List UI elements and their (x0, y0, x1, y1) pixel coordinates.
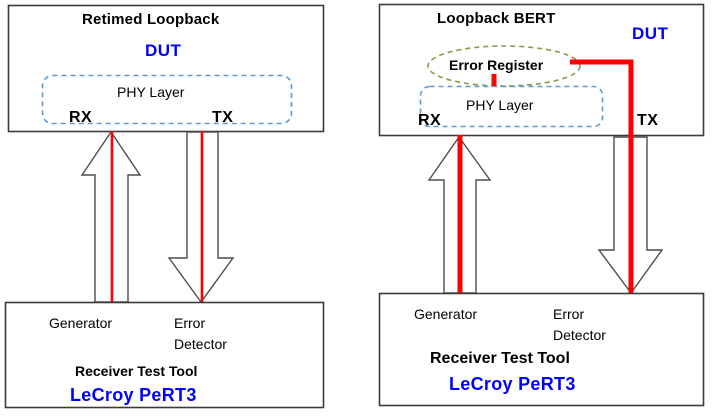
left-test-tool-title: Receiver Test Tool (75, 363, 198, 379)
right-phy-layer-label: PHY Layer (466, 97, 534, 113)
left-error-detector-label-line2: Detector (174, 336, 227, 352)
right-brand-label: LeCroy PeRT3 (449, 374, 576, 394)
right-tx-port-label: TX (637, 112, 659, 129)
left-dut-box (7, 4, 325, 133)
left-phy-layer-label: PHY Layer (117, 84, 185, 100)
right-generator-label: Generator (414, 306, 478, 322)
right-error-detector-label-line1: Error (553, 306, 585, 322)
left-test-tool-box (4, 301, 325, 409)
left-error-detector-label-line1: Error (174, 315, 206, 331)
right-error-register-label: Error Register (449, 57, 544, 73)
right-test-tool-title: Receiver Test Tool (430, 350, 570, 367)
right-phy-layer-dashed-box (419, 85, 604, 128)
left-dut-title: Retimed Loopback (82, 11, 220, 28)
left-tx-port-label: TX (212, 109, 234, 126)
right-dut-label: DUT (632, 24, 669, 43)
left-generator-label: Generator (49, 315, 113, 331)
right-dut-title: Loopback BERT (437, 10, 556, 27)
right-test-tool-box (378, 292, 705, 407)
left-dut-label: DUT (145, 41, 182, 60)
right-dut-box (378, 3, 705, 137)
left-brand-label: LeCroy PeRT3 (70, 385, 197, 405)
right-error-detector-label-line2: Detector (553, 327, 606, 343)
right-red-signal-error-path (570, 59, 634, 294)
right-rx-port-label: RX (418, 112, 442, 129)
left-rx-port-label: RX (69, 109, 93, 126)
